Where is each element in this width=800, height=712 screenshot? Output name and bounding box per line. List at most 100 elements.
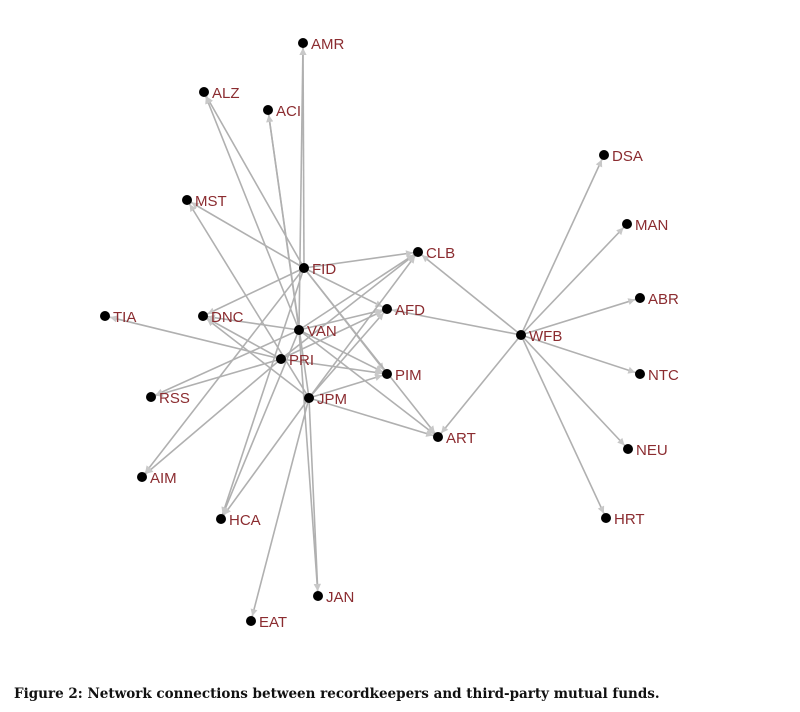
node-dot — [198, 311, 208, 321]
node-aim: AIM — [137, 470, 177, 487]
node-label: JAN — [326, 589, 354, 606]
node-dot — [635, 293, 645, 303]
node-amr: AMR — [298, 36, 345, 53]
node-label: AIM — [150, 470, 177, 487]
arrowhead-mst — [191, 202, 200, 210]
node-label: FID — [312, 261, 336, 278]
node-mst: MST — [182, 193, 227, 210]
edge-fid-art — [303, 267, 439, 438]
node-dot — [146, 392, 156, 402]
edge-jpm-jan — [308, 397, 319, 597]
node-label: ABR — [648, 291, 679, 308]
node-pri: PRI — [276, 352, 314, 369]
edge-wfb-man — [520, 223, 628, 336]
node-dot — [100, 311, 110, 321]
node-dot — [246, 616, 256, 626]
edge-van-hca — [220, 329, 300, 520]
edge-jpm-dnc — [202, 315, 310, 399]
arrowhead-clb — [405, 250, 414, 258]
node-jan: JAN — [313, 589, 354, 606]
edge-van-alz — [203, 91, 300, 331]
node-dsa: DSA — [599, 148, 643, 165]
node-dot — [263, 105, 273, 115]
node-label: AMR — [311, 36, 345, 53]
node-dot — [299, 263, 309, 273]
node-tia: TIA — [100, 309, 136, 326]
arrowhead-pim — [374, 374, 383, 381]
node-art: ART — [433, 430, 476, 447]
edge-fid-clb — [303, 251, 419, 269]
arrowhead-afd — [391, 307, 400, 315]
edge-wfb-clb — [417, 251, 522, 336]
node-label: AFD — [395, 302, 425, 319]
node-label: MST — [195, 193, 227, 210]
edge-van-jan — [298, 329, 319, 597]
arrowhead-neu — [617, 437, 625, 446]
edge-jpm-pim — [308, 373, 388, 399]
node-man: MAN — [622, 217, 668, 234]
node-wfb: WFB — [516, 328, 562, 345]
node-label: WFB — [529, 328, 562, 345]
arrowhead-clb — [408, 256, 416, 264]
edge-wfb-hrt — [520, 334, 607, 519]
edge-jpm-clb — [308, 251, 419, 399]
node-eat: EAT — [246, 614, 287, 631]
edge-jpm-art — [308, 397, 439, 438]
arrowhead-aim — [145, 466, 154, 474]
arrowhead-dnc — [207, 307, 216, 315]
node-abr: ABR — [635, 291, 679, 308]
node-label: PRI — [289, 352, 314, 369]
edge-wfb-dsa — [520, 154, 605, 336]
edge-fid-mst — [186, 199, 305, 269]
node-label: ALZ — [212, 85, 240, 102]
arrowhead-pim — [374, 368, 383, 376]
node-label: DNC — [211, 309, 244, 326]
node-van: VAN — [294, 323, 337, 340]
node-label: PIM — [395, 367, 422, 384]
node-dot — [276, 354, 286, 364]
edge-jpm-eat — [250, 397, 310, 622]
edge-fid-hca — [220, 267, 305, 520]
arrowhead-dsa — [595, 159, 603, 168]
arrowhead-ntc — [627, 366, 636, 374]
node-hrt: HRT — [601, 511, 645, 528]
edge-pri-pim — [280, 358, 388, 375]
node-label: MAN — [635, 217, 668, 234]
arrowhead-jan — [313, 583, 321, 592]
node-pim: PIM — [382, 367, 422, 384]
node-ntc: NTC — [635, 367, 679, 384]
arrowhead-clb — [421, 255, 430, 263]
arrowhead-tia — [109, 315, 118, 323]
edge-fid-dnc — [202, 267, 305, 317]
node-hca: HCA — [216, 512, 261, 529]
arrowhead-abr — [627, 298, 636, 305]
arrowhead-afd — [376, 312, 384, 321]
node-dot — [622, 219, 632, 229]
node-dot — [304, 393, 314, 403]
node-label: HRT — [614, 511, 645, 528]
edge-jpm-hca — [220, 397, 310, 520]
node-label: VAN — [307, 323, 337, 340]
node-dot — [433, 432, 443, 442]
edge-jpm-afd — [308, 308, 388, 399]
node-label: ART — [446, 430, 476, 447]
node-dot — [382, 369, 392, 379]
edges-layer — [104, 42, 641, 622]
node-dot — [516, 330, 526, 340]
node-label: ACI — [276, 103, 301, 120]
node-clb: CLB — [413, 245, 455, 262]
node-label: JPM — [317, 391, 347, 408]
arrowhead-pim — [376, 362, 384, 371]
network-graph: AMR ALZ ACI MST FID CLB DNC TIA VAN AFD PRI PIM RSS J… — [100, 36, 679, 631]
edge-pri-dnc — [202, 315, 282, 360]
edge-van-clb — [298, 251, 419, 331]
edge-pri-rss — [150, 358, 282, 398]
edge-wfb-art — [437, 334, 522, 438]
edge-jpm-mst — [186, 199, 310, 399]
arrowhead-mst — [189, 204, 197, 213]
node-dot — [137, 472, 147, 482]
node-dot — [599, 150, 609, 160]
node-dot — [294, 325, 304, 335]
node-label: RSS — [159, 390, 190, 407]
